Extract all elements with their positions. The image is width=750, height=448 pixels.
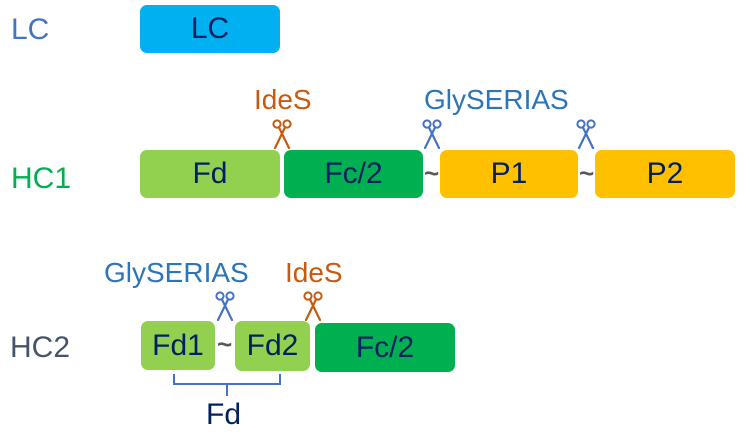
hc2-linker: ~ <box>217 329 233 359</box>
fd-bracket <box>173 374 281 396</box>
hc2-row-label: HC2 <box>10 331 71 364</box>
hc2-fd2-label: Fd2 <box>246 329 299 362</box>
hc1-linker-1: ~ <box>424 158 440 188</box>
scissors-icon <box>302 291 324 321</box>
hc1-p2-label: P2 <box>646 157 684 190</box>
hc1-ides-label: IdeS <box>254 84 312 115</box>
hc1-p1-block: P1 <box>440 150 578 198</box>
hc2-glyserias-label: GlySERIAS <box>104 257 249 288</box>
hc1-glyserias-label: GlySERIAS <box>424 84 569 115</box>
hc2-fd1-block: Fd1 <box>141 321 215 370</box>
fd-bracket-label: Fd <box>206 398 242 431</box>
hc2-fc-block: Fc/2 <box>315 323 455 372</box>
scissors-icon <box>214 291 236 321</box>
hc2-fd2-block: Fd2 <box>235 321 310 371</box>
hc1-linker-2: ~ <box>579 158 595 188</box>
hc2-fc-label: Fc/2 <box>355 330 415 364</box>
hc2-ides-label: IdeS <box>285 257 343 288</box>
lc-block-label: LC <box>190 12 230 45</box>
hc1-p2-block: P2 <box>595 150 735 198</box>
scissors-icon <box>421 119 443 149</box>
hc1-row-label: HC1 <box>11 162 72 195</box>
lc-block: LC <box>140 5 280 53</box>
scissors-icon <box>575 119 597 149</box>
lc-row-label: LC <box>11 13 50 46</box>
hc1-p1-label: P1 <box>490 157 528 190</box>
hc2-fd1-label: Fd1 <box>152 328 204 362</box>
hc1-fc-block: Fc/2 <box>284 150 423 198</box>
hc1-fd-label: Fd <box>192 157 228 190</box>
scissors-icon <box>271 119 293 149</box>
hc1-fd-block: Fd <box>140 150 280 198</box>
hc1-fc-label: Fc/2 <box>324 157 383 190</box>
